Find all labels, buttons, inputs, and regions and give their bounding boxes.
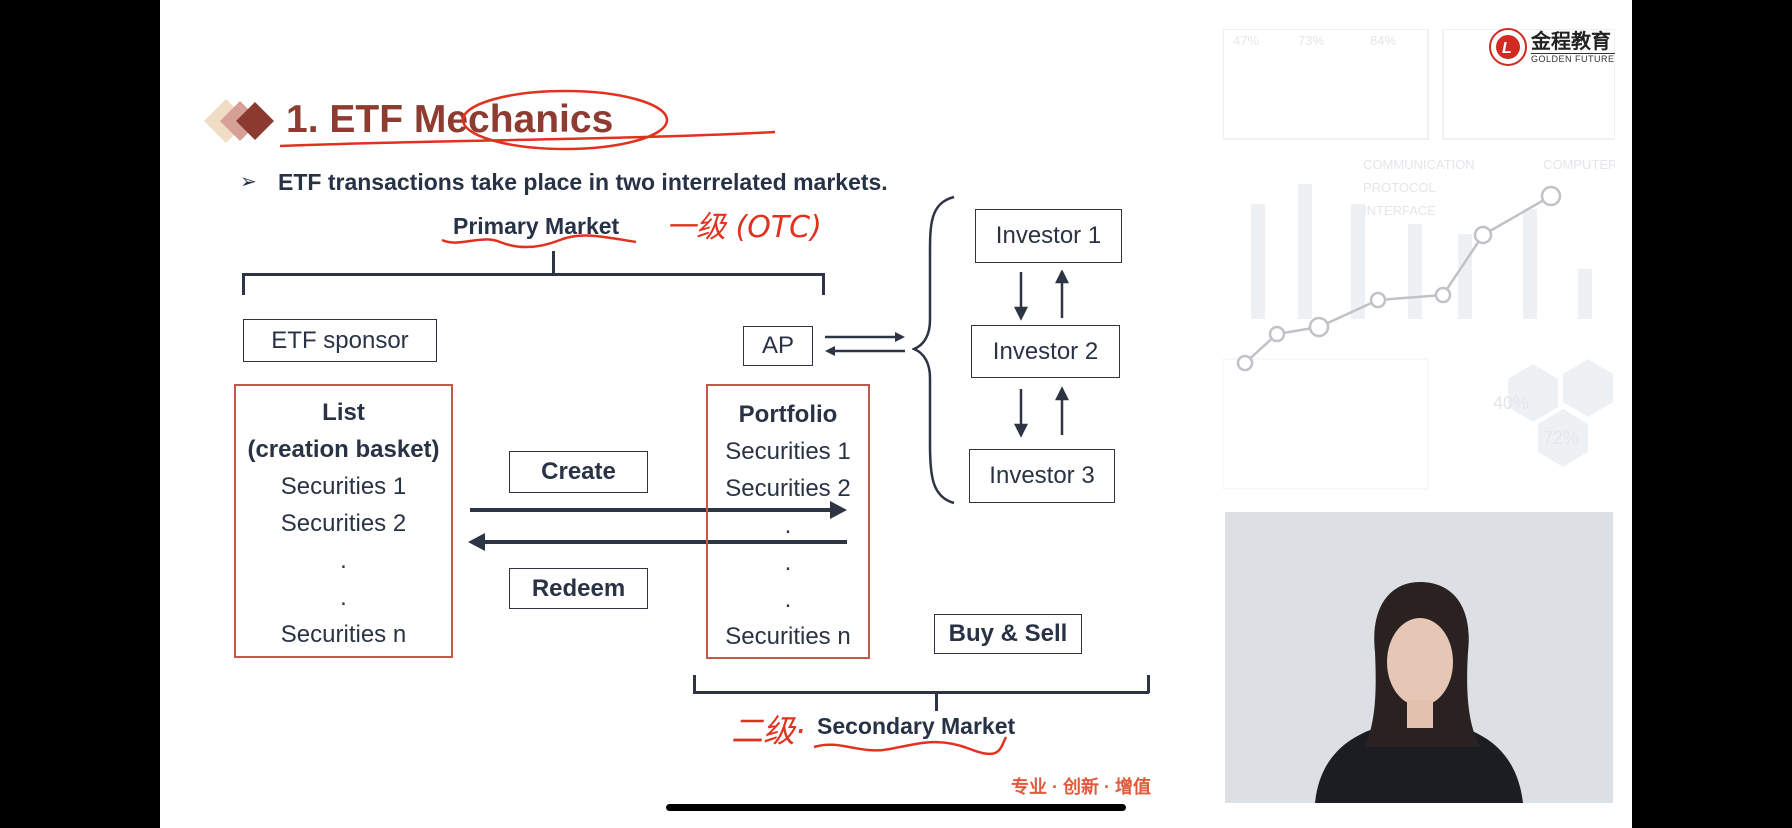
home-indicator[interactable] [666, 804, 1126, 811]
presenter-video[interactable] [1225, 512, 1613, 803]
logo-english: GOLDEN FUTURE [1531, 52, 1615, 64]
create-box: Create [509, 451, 648, 493]
list-item: . [340, 547, 347, 574]
redeem-arrow-icon [468, 533, 847, 551]
investor-2-box: Investor 2 [971, 325, 1120, 378]
slide-title: 1. ETF Mechanics [286, 98, 614, 141]
primary-handwritten-annotation: 一级 (OTC) [666, 210, 822, 245]
title-diamonds-icon [204, 99, 274, 143]
golden-future-logo: L 金程教育 GOLDEN FUTURE [1489, 28, 1615, 66]
investor-brace [912, 195, 955, 505]
create-arrow-icon [470, 501, 847, 519]
logo-chinese: 金程教育 [1531, 30, 1611, 53]
portfolio-item: Securities n [725, 623, 851, 650]
svg-text:PROTOCOL: PROTOCOL [1363, 180, 1436, 195]
list-item: Securities 2 [280, 510, 407, 537]
svg-text:47%: 47% [1233, 33, 1259, 48]
ap-box: AP [743, 326, 813, 366]
portfolio-item: . [784, 586, 792, 613]
portfolio-item: Securities 2 [725, 475, 851, 502]
svg-text:L: L [1502, 40, 1512, 57]
secondary-bracket-stem [935, 691, 938, 711]
presenter-silhouette [1225, 512, 1613, 803]
primary-bracket [242, 273, 824, 276]
list-item: Securities 1 [280, 473, 407, 500]
list-item: . [340, 584, 347, 611]
title-annotation-ellipse [279, 89, 776, 151]
portfolio-title: Portfolio [738, 401, 838, 428]
secondary-market-label: Secondary Market [817, 713, 1016, 739]
investor-1-box: Investor 1 [975, 209, 1122, 263]
portfolio-item: . [784, 512, 792, 539]
creation-basket-box: List (creation basket) Securities 1 Secu… [234, 384, 453, 658]
ap-exchange-arrows-icon [825, 332, 905, 356]
redeem-box: Redeem [509, 568, 648, 609]
portfolio-item: . [784, 549, 792, 576]
svg-text:COMPUTER: COMPUTER [1543, 157, 1615, 172]
bullet-text: ETF transactions take place in two inter… [278, 169, 888, 195]
slide: 47% 73% 84% COMMUNICATION PROTOCOL INTERFACE… [160, 0, 1632, 828]
secondary-handwritten-annotation: 二级· [731, 712, 806, 750]
portfolio-box: Portfolio Securities 1 Securities 2 . . … [706, 384, 870, 659]
background-chart-decoration: 47% 73% 84% COMMUNICATION PROTOCOL INTERFACE… [1223, 29, 1615, 490]
secondary-bracket-left-leg [693, 675, 696, 693]
svg-text:84%: 84% [1370, 33, 1396, 48]
investor-3-box: Investor 3 [969, 449, 1115, 503]
list-item: Securities n [280, 621, 407, 648]
primary-bracket-left-leg [242, 273, 245, 295]
primary-bracket-right-leg [822, 273, 825, 295]
create-redeem-arrows [468, 501, 847, 551]
etf-sponsor-box: ETF sponsor [243, 319, 437, 362]
logo-emblem-icon: L [1489, 28, 1527, 66]
secondary-bracket [693, 691, 1149, 694]
primary-bracket-stem [552, 251, 555, 275]
svg-text:73%: 73% [1298, 33, 1324, 48]
primary-underline-annotation [441, 234, 637, 249]
svg-text:COMMUNICATION: COMMUNICATION [1363, 157, 1475, 172]
list-subtitle: (creation basket) [247, 436, 440, 463]
portfolio-item: Securities 1 [725, 438, 851, 465]
svg-text:INTERFACE: INTERFACE [1363, 203, 1436, 218]
secondary-underline-annotation [813, 736, 1008, 756]
footer-slogan: 专业 · 创新 · 增值 [1011, 777, 1151, 797]
svg-text:40%: 40% [1493, 393, 1529, 413]
buy-sell-box: Buy & Sell [934, 614, 1082, 654]
svg-text:72%: 72% [1543, 428, 1579, 448]
list-title: List [322, 399, 365, 426]
investor-flow-arrows-icon [1013, 270, 1070, 438]
bullet-arrow-icon: ➢ [240, 171, 257, 193]
secondary-bracket-right-leg [1147, 675, 1150, 693]
